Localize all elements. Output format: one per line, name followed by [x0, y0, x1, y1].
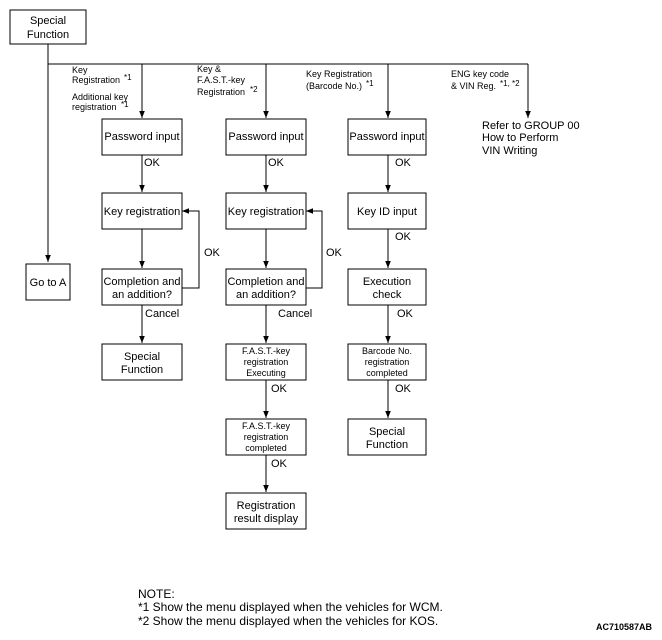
col2-fast-exec3: Executing	[246, 368, 286, 378]
branch-a-add1: Additional key	[72, 92, 129, 102]
root-line1: Special	[30, 15, 66, 27]
col3-ok4: OK	[395, 383, 412, 395]
col4-line2: How to Perform	[482, 132, 558, 144]
column-vin-writing-reference: Refer to GROUP 00 How to Perform VIN Wri…	[482, 120, 580, 157]
branch-a-sup: *1	[124, 73, 132, 82]
col1-ok1: OK	[144, 157, 161, 169]
col2-completion1: Completion and	[227, 276, 304, 288]
branch-b-sup: *2	[250, 85, 258, 94]
col3-ok1: OK	[395, 157, 412, 169]
col3-special1: Special	[369, 426, 405, 438]
col1-completion2: an addition?	[112, 289, 172, 301]
node-go-to-a: Go to A	[25, 263, 71, 301]
col2-password: Password input	[228, 131, 303, 143]
col1-completion1: Completion and	[103, 276, 180, 288]
branch-a-add-sup: *1	[121, 100, 129, 109]
branch-c-label2: (Barcode No.)	[306, 81, 362, 91]
branch-b-label2: F.A.S.T.-key	[197, 75, 246, 85]
notes-section: NOTE: *1 Show the menu displayed when th…	[138, 587, 443, 628]
branch-c-sup: *1	[366, 79, 374, 88]
col2-fast-done2: registration	[244, 432, 289, 442]
branch-label-key-registration: Key Registration *1 Additional key regis…	[72, 65, 132, 112]
col2-keyreg: Key registration	[228, 206, 304, 218]
col2-result1: Registration	[237, 500, 296, 512]
col3-exec1: Execution	[363, 276, 411, 288]
col2-result2: result display	[234, 513, 299, 525]
goto-a-text: Go to A	[30, 277, 67, 289]
col3-special2: Function	[366, 439, 408, 451]
col1-special1: Special	[124, 351, 160, 363]
branch-label-barcode: Key Registration (Barcode No.) *1	[306, 69, 374, 91]
col2-ok1: OK	[268, 157, 285, 169]
col2-loop-ok: OK	[326, 247, 343, 259]
col3-keyid: Key ID input	[357, 206, 417, 218]
col1-keyreg: Key registration	[104, 206, 180, 218]
branch-d-label2: & VIN Reg.	[451, 81, 496, 91]
col2-cancel: Cancel	[278, 308, 312, 320]
branch-label-eng-vin: ENG key code & VIN Reg. *1, *2	[451, 69, 520, 91]
note-1: *1 Show the menu displayed when the vehi…	[138, 600, 443, 614]
col3-barcode2: registration	[365, 357, 410, 367]
col1-loop-ok: OK	[204, 247, 221, 259]
branch-c-label1: Key Registration	[306, 69, 372, 79]
column-barcode-registration: Password input OK Key ID input OK Execut…	[347, 118, 427, 456]
branch-a-label1: Key	[72, 65, 88, 75]
note-heading: NOTE:	[138, 587, 175, 601]
col4-line1: Refer to GROUP 00	[482, 120, 580, 132]
branch-d-label1: ENG key code	[451, 69, 509, 79]
col1-password: Password input	[104, 131, 179, 143]
node-special-function-root: Special Function	[9, 9, 87, 45]
col2-ok2: OK	[271, 383, 288, 395]
branch-a-add2: registration	[72, 102, 117, 112]
branch-a-label2: Registration	[72, 75, 120, 85]
root-line2: Function	[27, 29, 69, 41]
col2-fast-done3: completed	[245, 443, 287, 453]
col3-password: Password input	[349, 131, 424, 143]
branch-b-label3: Registration	[197, 87, 245, 97]
col1-cancel: Cancel	[145, 308, 179, 320]
note-2: *2 Show the menu displayed when the vehi…	[138, 614, 438, 628]
col3-ok3: OK	[397, 308, 414, 320]
col2-fast-exec2: registration	[244, 357, 289, 367]
col3-exec2: check	[373, 289, 402, 301]
branch-connectors	[45, 44, 531, 262]
column-fast-key-registration: Password input OK Key registration Compl…	[225, 118, 343, 530]
col4-line3: VIN Writing	[482, 145, 537, 157]
col3-barcode3: completed	[366, 368, 408, 378]
col3-ok2: OK	[395, 231, 412, 243]
branch-d-sup: *1, *2	[500, 79, 520, 88]
col1-special2: Function	[121, 364, 163, 376]
col2-fast-done1: F.A.S.T.-key	[242, 421, 291, 431]
branch-label-fast-key: Key & F.A.S.T.-key Registration *2	[197, 64, 258, 97]
column-key-registration: Password input OK Key registration Compl…	[101, 118, 221, 381]
figure-code: AC710587AB	[596, 622, 653, 632]
col2-completion2: an addition?	[236, 289, 296, 301]
col2-fast-exec1: F.A.S.T.-key	[242, 346, 291, 356]
col3-barcode1: Barcode No.	[362, 346, 412, 356]
col2-ok3: OK	[271, 458, 288, 470]
branch-b-label1: Key &	[197, 64, 221, 74]
